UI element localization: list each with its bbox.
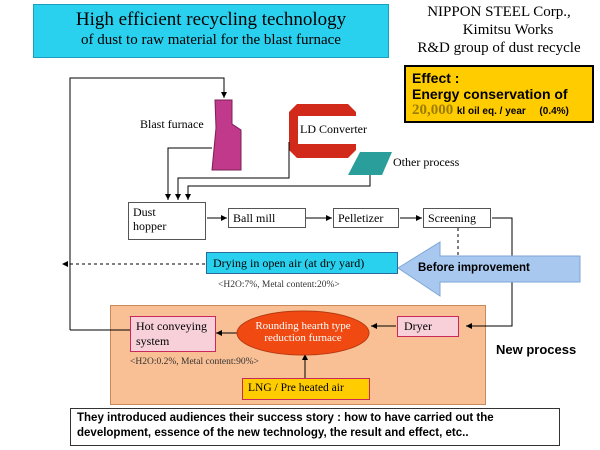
org-line3: R&D group of dust recycle xyxy=(417,40,581,56)
ld-converter-label: LD Converter xyxy=(300,122,367,136)
rhf-line2: reduction furnace xyxy=(264,332,342,344)
other-process-icon xyxy=(348,152,392,175)
title-box: High efficient recycling technology of d… xyxy=(33,4,389,58)
dryer-node: Dryer xyxy=(397,316,459,337)
new-process-label: New process xyxy=(496,342,577,357)
bottom-note-line1: They introduced audiences their success … xyxy=(77,412,494,424)
pelletizer-node: Pelletizer xyxy=(333,208,399,228)
title-line1: High efficient recycling technology xyxy=(75,9,347,30)
effect-line3: 20,000 kl oil eq. / year (0.4%) xyxy=(412,102,586,120)
hot-conveying-node: Hot conveying system xyxy=(130,316,216,352)
rounding-hearth-furnace-shape xyxy=(236,310,370,356)
screening-node: Screening xyxy=(423,208,491,228)
rhf-line1: Rounding hearth type xyxy=(255,320,351,332)
blast-furnace-label: Blast furnace xyxy=(140,117,204,131)
effect-unit: kl oil eq. / year xyxy=(456,106,526,117)
lng-node: LNG / Pre heated air xyxy=(242,378,370,400)
drying-note: <H2O:7%, Metal content:20%> xyxy=(218,280,340,290)
other-process-label: Other process xyxy=(393,155,460,169)
before-improvement-label: Before improvement xyxy=(418,262,530,274)
bottom-note-line2: development, essence of the new technolo… xyxy=(77,427,469,439)
dust-hopper-node: Dust hopper xyxy=(128,202,206,240)
rounding-hearth-label: Rounding hearth type reduction furnace xyxy=(240,320,366,344)
before-improvement-arrow xyxy=(397,241,581,297)
bottom-note: They introduced audiences their success … xyxy=(70,408,560,446)
drying-open-air-node: Drying in open air (at dry yard) xyxy=(206,252,398,274)
hot-conveying-note: <H2O:0.2%, Metal content:90%> xyxy=(130,357,259,367)
effect-heading: Effect : xyxy=(412,70,460,86)
organization: NIPPON STEEL Corp., Kimitsu Works R&D gr… xyxy=(400,3,598,57)
effect-box: Effect : Energy conservation of 20,000 k… xyxy=(404,65,594,123)
ball-mill-node: Ball mill xyxy=(228,208,306,228)
org-line2: Kimitsu Works xyxy=(462,22,554,38)
org-line1: NIPPON STEEL Corp., xyxy=(427,4,571,20)
effect-percent: (0.4%) xyxy=(539,106,569,117)
title-line2: of dust to raw material for the blast fu… xyxy=(81,32,341,48)
blast-furnace-icon xyxy=(211,99,242,171)
effect-line2: Energy conservation of xyxy=(412,86,568,102)
effect-amount: 20,000 xyxy=(412,102,454,118)
